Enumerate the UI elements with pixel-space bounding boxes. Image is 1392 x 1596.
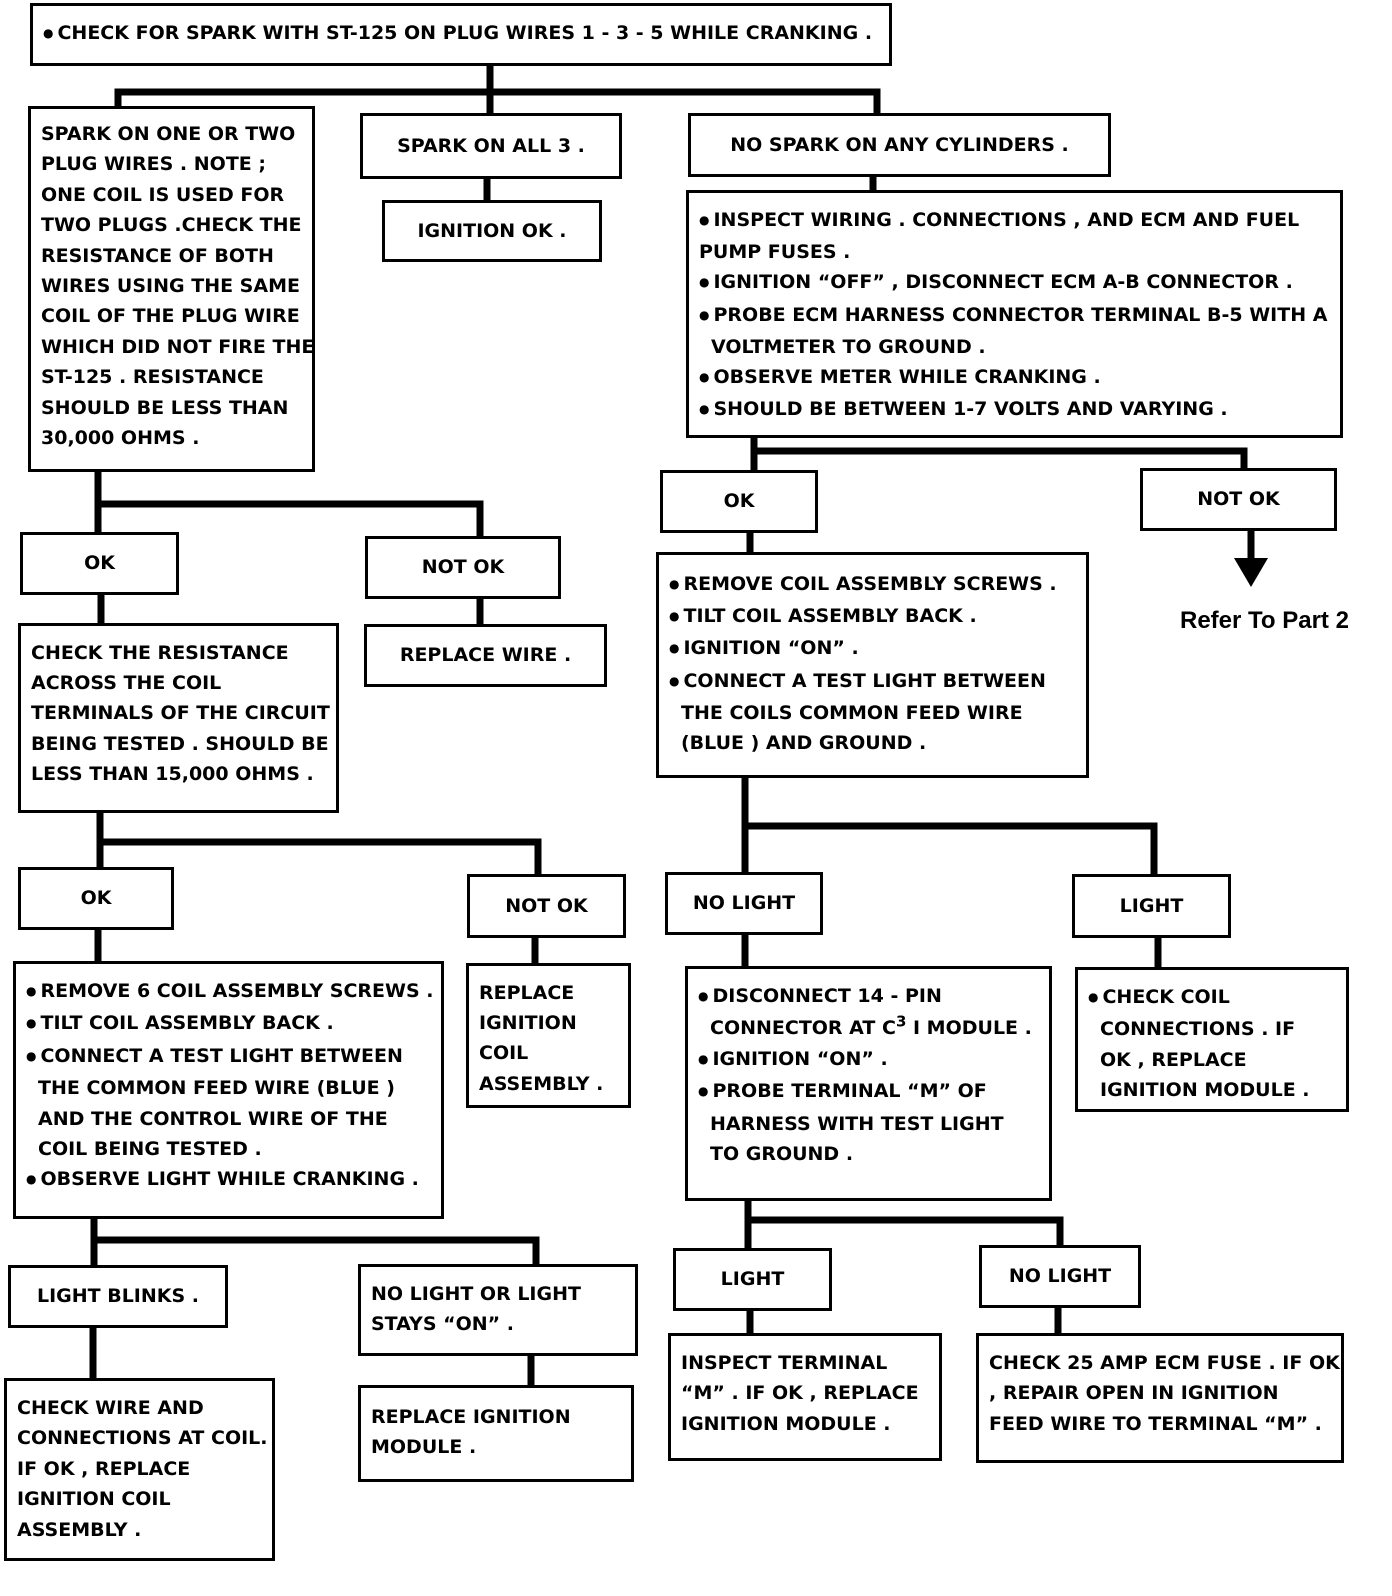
not-ok-right-1: NOT OK	[1140, 468, 1337, 531]
no-light-right-3: NO LIGHT	[979, 1245, 1141, 1308]
ignition-ok-box: IGNITION OK .	[382, 200, 602, 262]
disconnect-14-pin-box: DISCONNECT 14 - PIN CONNECTOR AT C3 I MO…	[685, 966, 1052, 1201]
check-coil-connections-box: CHECK COIL CONNECTIONS . IF OK , REPLACE…	[1075, 967, 1349, 1112]
spark-all-box: SPARK ON ALL 3 .	[360, 113, 622, 179]
light-right-2: LIGHT	[1072, 874, 1231, 938]
remove-coil-screws-right-box: REMOVE COIL ASSEMBLY SCREWS . TILT COIL …	[656, 552, 1089, 778]
no-light-right-2: NO LIGHT	[665, 872, 823, 935]
check-spark-box: CHECK FOR SPARK WITH ST-125 ON PLUG WIRE…	[30, 3, 892, 66]
arrow-down-icon	[1234, 558, 1268, 587]
not-ok-left-1: NOT OK	[365, 536, 561, 599]
light-right-3: LIGHT	[673, 1248, 832, 1311]
inspect-wiring-box: INSPECT WIRING . CONNECTIONS , AND ECM A…	[686, 190, 1343, 438]
light-blinks-box: LIGHT BLINKS .	[8, 1265, 228, 1328]
replace-wire-box: REPLACE WIRE .	[364, 624, 607, 687]
replace-coil-box: REPLACE IGNITION COIL ASSEMBLY .	[466, 963, 631, 1108]
ok-left-1: OK	[20, 532, 179, 595]
check-25-amp-fuse-box: CHECK 25 AMP ECM FUSE . IF OK , REPAIR O…	[976, 1333, 1344, 1463]
spark-one-two-box: SPARK ON ONE OR TWO PLUG WIRES . NOTE ; …	[28, 106, 315, 472]
no-spark-box: NO SPARK ON ANY CYLINDERS .	[688, 113, 1111, 177]
ok-right-1: OK	[660, 470, 818, 533]
not-ok-left-2: NOT OK	[467, 874, 626, 938]
check-resistance-box: CHECK THE RESISTANCE ACROSS THE COIL TER…	[18, 623, 339, 813]
remove-six-screws-box: REMOVE 6 COIL ASSEMBLY SCREWS . TILT COI…	[13, 961, 444, 1219]
refer-to-part-2: Refer To Part 2	[1180, 607, 1349, 634]
replace-ignition-module-box: REPLACE IGNITION MODULE .	[358, 1385, 634, 1482]
no-light-stays-on-box: NO LIGHT OR LIGHT STAYS “ON” .	[358, 1264, 638, 1356]
inspect-terminal-box: INSPECT TERMINAL “M” . IF OK , REPLACE I…	[668, 1333, 942, 1461]
check-wire-connections-box: CHECK WIRE AND CONNECTIONS AT COIL. IF O…	[4, 1378, 275, 1561]
ok-left-2: OK	[18, 867, 174, 930]
